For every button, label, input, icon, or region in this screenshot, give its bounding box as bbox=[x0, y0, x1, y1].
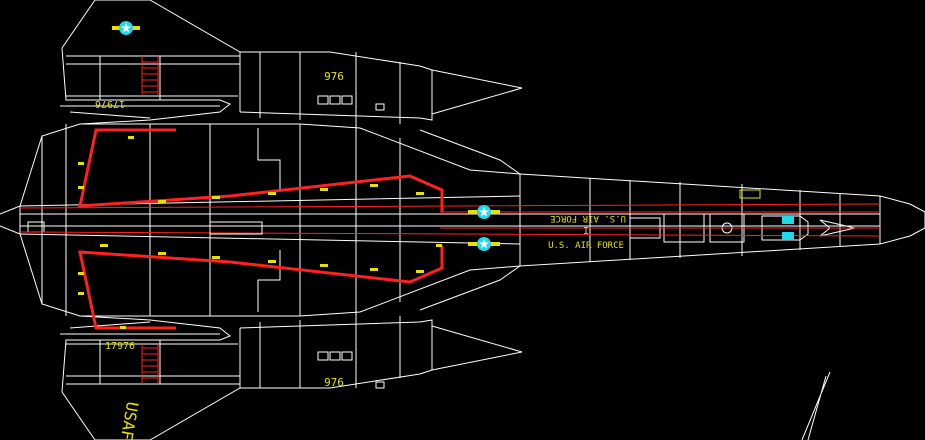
upper-wing-outline bbox=[60, 0, 523, 125]
red-seam-upper bbox=[78, 128, 444, 212]
panel-boxes bbox=[209, 95, 761, 389]
tail-number-lower: 976 bbox=[324, 376, 344, 389]
fuselage-text-upper: U.S. AIR FORCE bbox=[550, 213, 626, 223]
roundel-fuselage-lower bbox=[468, 237, 500, 251]
cockpit-windows bbox=[782, 216, 794, 240]
red-centerline-seams bbox=[19, 203, 881, 237]
tail-number-upper: 976 bbox=[324, 70, 344, 83]
wing-text-lower: USAF bbox=[117, 400, 142, 440]
upper-nacelle-ladder bbox=[141, 56, 159, 96]
roundel-upper-wing bbox=[112, 21, 140, 35]
lower-wing-outline bbox=[60, 315, 523, 440]
center-body-outline bbox=[0, 123, 880, 317]
lower-nacelle-ladder bbox=[141, 344, 159, 384]
construction-lines bbox=[801, 371, 831, 440]
fuselage-text-lower: U.S. AIR FORCE bbox=[548, 241, 624, 251]
red-seam-lower bbox=[78, 246, 444, 330]
roundel-fuselage-upper bbox=[468, 205, 500, 219]
serial-lower-wing: 17976 bbox=[105, 341, 135, 352]
panel-dash-marks bbox=[78, 136, 442, 329]
fuselage-mark: I bbox=[583, 226, 589, 237]
serial-upper-wing: 17976 bbox=[95, 98, 125, 109]
